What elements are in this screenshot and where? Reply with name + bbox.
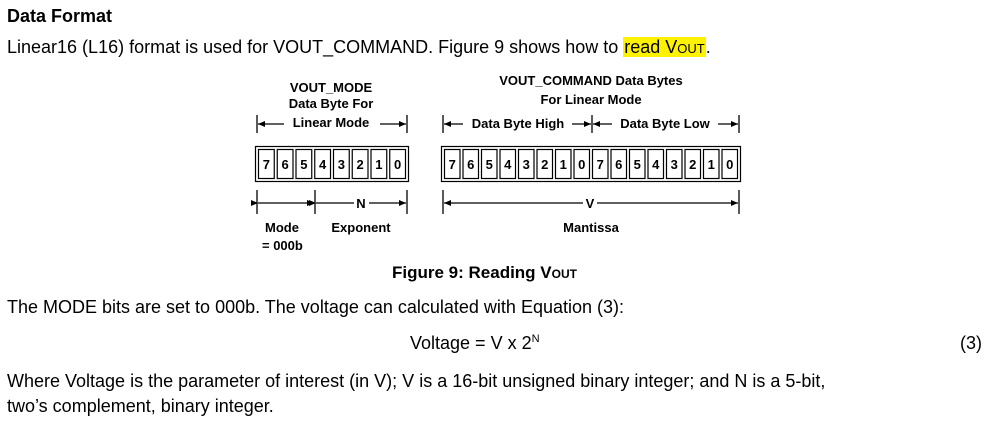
command-bit-label: 3 [671,157,678,172]
mode-bit-label: 6 [282,157,289,172]
command-bit-box [721,148,739,180]
equation-exponent: N [531,333,540,345]
mode-title-line-1: VOUT_MODE [290,80,373,95]
mode-bit-box [351,148,369,180]
data-byte-low-label: Data Byte Low [620,116,710,131]
mode-label: Mode [265,220,299,235]
command-bit-label: 3 [523,157,530,172]
highlighted-text: read VOUT [623,37,706,57]
command-title-line-1: VOUT_COMMAND Data Bytes [499,73,682,88]
command-bit-box [462,148,480,180]
mode-bit-box [370,148,388,180]
command-bit-label: 1 [560,157,567,172]
command-bit-box [554,148,572,180]
mode-bit-label: 0 [394,157,401,172]
equation-number: (3) [960,333,982,353]
mode-bit-label: 4 [319,157,327,172]
command-bit-box [499,148,517,180]
mode-bit-box [295,148,313,180]
command-bit-label: 4 [504,157,512,172]
command-bit-label: 5 [634,157,641,172]
exponent-label: Exponent [331,220,391,235]
mode-bit-box [276,148,294,180]
command-bit-label: 2 [689,157,696,172]
mode-bit-label: 3 [338,157,345,172]
command-bit-box [480,148,498,180]
mode-bit-label: 7 [263,157,270,172]
mode-paragraph: The MODE bits are set to 000b. The volta… [7,297,625,317]
command-bit-label: 4 [652,157,660,172]
command-bit-label: 1 [708,157,715,172]
figure-caption: Figure 9: Reading VOUT [392,263,577,282]
mode-title-line-2: Data Byte For [289,96,374,111]
section-heading: Data Format [7,6,113,26]
where-paragraph-line-2: two’s complement, binary integer. [7,396,274,416]
command-bit-label: 2 [541,157,548,172]
figure-9-diagram: VOUT_MODE Data Byte For Linear Mode VOUT… [251,73,742,253]
mantissa-label: Mantissa [563,220,619,235]
command-bit-box [702,148,720,180]
mode-bit-box [389,148,407,180]
command-bit-box [517,148,535,180]
mode-bit-box [314,148,332,180]
equation: Voltage = V x 2N [410,333,540,353]
command-bit-box [536,148,554,180]
mode-value: = 000b [262,238,303,253]
intro-text: Linear16 (L16) format is used for VOUT_C… [7,37,624,57]
n-label: N [356,196,365,211]
mode-bit-label: 2 [357,157,364,172]
command-bit-label: 7 [597,157,604,172]
command-bit-label: 0 [578,157,585,172]
command-bit-label: 7 [449,157,456,172]
mode-bit-label: 5 [300,157,307,172]
data-byte-high-label: Data Byte High [472,116,565,131]
command-bit-label: 6 [467,157,474,172]
command-bit-box [628,148,646,180]
where-paragraph-line-1: Where Voltage is the parameter of intere… [7,371,826,391]
command-bit-box [665,148,683,180]
mode-bit-box [332,148,350,180]
command-bit-label: 6 [615,157,622,172]
mode-bit-box [257,148,275,180]
v-label: V [586,196,595,211]
command-bit-box [443,148,461,180]
command-bit-label: 5 [486,157,493,172]
intro-paragraph: Linear16 (L16) format is used for VOUT_C… [7,37,711,57]
command-bit-box [610,148,628,180]
command-bit-box [647,148,665,180]
command-bit-box [573,148,591,180]
command-title-line-2: For Linear Mode [540,92,641,107]
command-bit-label: 0 [726,157,733,172]
mode-title-line-3: Linear Mode [293,115,370,130]
mode-bit-label: 1 [375,157,382,172]
command-bit-box [684,148,702,180]
command-bit-box [591,148,609,180]
